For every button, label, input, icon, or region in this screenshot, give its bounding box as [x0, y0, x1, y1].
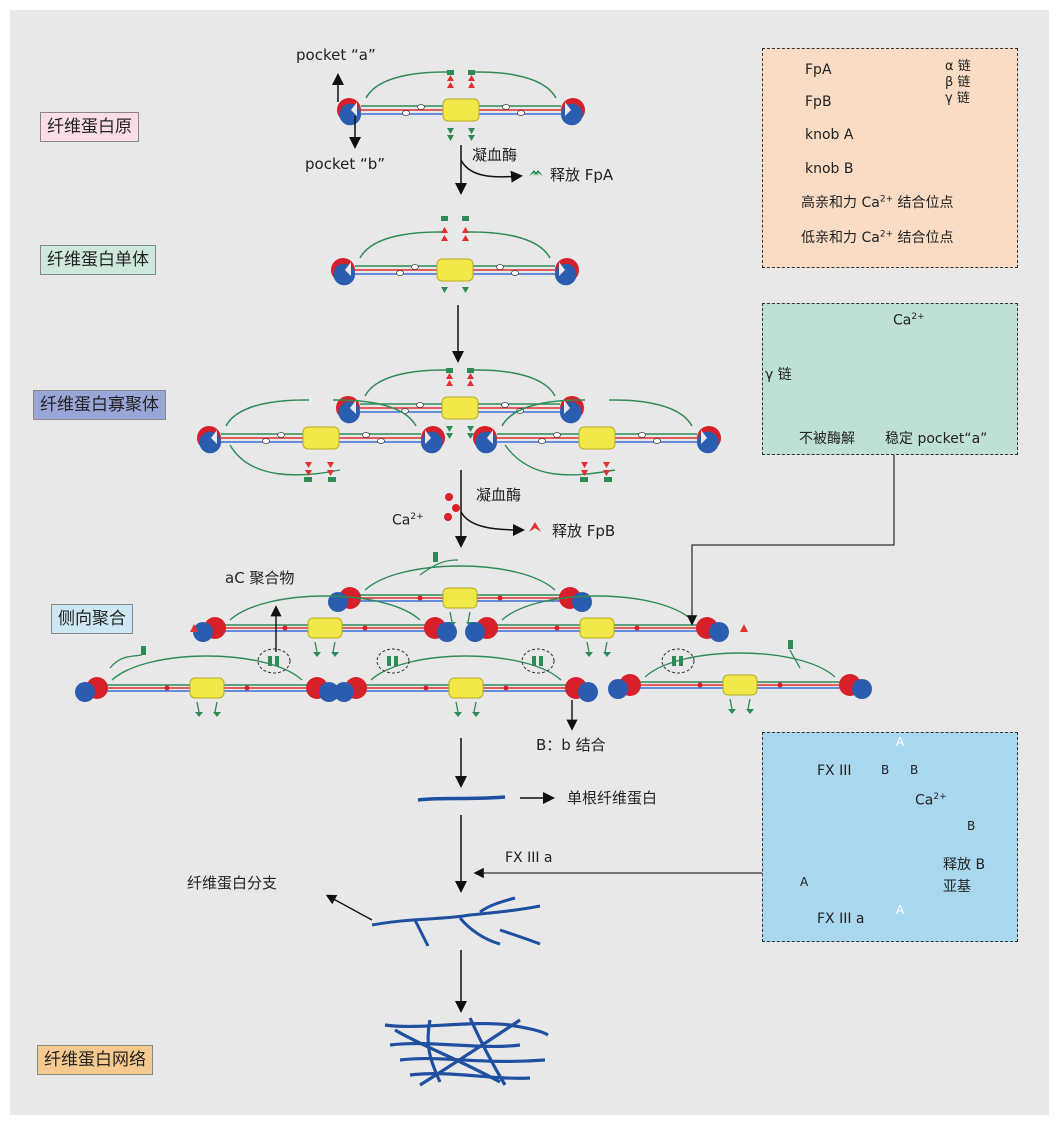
stage-monomer: 纤维蛋白单体 — [40, 245, 156, 275]
legend-fpa: FpA — [805, 62, 832, 78]
release-fpb-arrow — [460, 511, 525, 536]
legend-gamma: γ 链 — [945, 91, 970, 106]
release-fpa-arrow — [460, 159, 523, 183]
release-b-label-2: 亚基 — [943, 879, 971, 895]
branch-arrow — [325, 894, 373, 921]
single-fiber-label: 单根纤维蛋白 — [567, 789, 658, 807]
release-b-label: 释放 B — [943, 857, 986, 873]
branch-label: 纤维蛋白分支 — [187, 874, 278, 892]
legend-knob-a: knob A — [805, 127, 854, 143]
pocket-b-label: pocket “b” — [305, 155, 386, 173]
legend-high-affinity: 高亲和力 Ca2+ 结合位点 — [801, 194, 954, 211]
legend-knob-b: knob B — [805, 161, 854, 177]
ca-ion — [445, 493, 453, 501]
fpa-icon — [529, 170, 543, 176]
legend: FpA FpB knob A knob B α 链 β 链 γ 链 高亲和力 C… — [762, 48, 1018, 268]
fxiii-inset: FX III A B B Ca2+ B 释放 B 亚基 A A FX III a — [762, 732, 1018, 942]
thrombin-label-1: 凝血酶 — [472, 146, 518, 164]
released-b-subunit-letter: B — [967, 819, 976, 833]
inset-ca-label: Ca2+ — [893, 312, 925, 329]
release-fpb-label: 释放 FpB — [552, 522, 616, 540]
fibrin-network — [384, 1017, 549, 1087]
legend-alpha: α 链 — [945, 59, 971, 74]
inset-gamma-chain-label: γ 链 — [765, 367, 792, 383]
stage-oligomer: 纤维蛋白寡聚体 — [33, 390, 166, 420]
ca-ion — [444, 513, 452, 521]
stable-pocket-label: 稳定 pocket“a” — [885, 431, 988, 447]
no-enzymolysis-label: 不被酶解 — [799, 431, 855, 447]
fxiiia-subunit-a: A — [896, 903, 905, 917]
gamma-chain-inset: Ca2+ γ 链 不被酶解 稳定 pocket“a” — [762, 303, 1018, 455]
fxiii-subunit-a-top: A — [896, 735, 905, 749]
oligomer-complex — [196, 368, 722, 482]
single-fiber — [417, 795, 506, 802]
monomer-molecule — [330, 216, 580, 293]
gamma-inset-connector — [686, 453, 895, 626]
legend-fpb: FpB — [805, 94, 832, 110]
fxiii-label: FX III — [817, 763, 852, 779]
thrombin-label-2: 凝血酶 — [476, 486, 522, 504]
lateral-aggregate — [74, 552, 873, 718]
release-fpa-label: 释放 FpA — [550, 166, 614, 184]
fxiii-ca-label: Ca2+ — [915, 792, 947, 809]
fxiiia-label: FX III a — [817, 911, 865, 927]
ca-ion — [452, 504, 460, 512]
stage-fibrinogen: 纤维蛋白原 — [40, 112, 139, 142]
stage-lateral: 侧向聚合 — [51, 604, 133, 634]
legend-beta: β 链 — [945, 75, 971, 90]
ac-polymer-label: aC 聚合物 — [225, 569, 295, 587]
legend-low-affinity: 低亲和力 Ca2+ 结合位点 — [801, 229, 954, 246]
pocket-a-label: pocket “a” — [296, 46, 376, 64]
fxiiia-arrow-label: FX III a — [505, 850, 553, 866]
fpb-icon — [529, 522, 541, 532]
b-binding-label: B：b 结合 — [536, 736, 606, 754]
fxiiia-subunit-a-green: A — [800, 875, 809, 889]
fxiii-subunit-b-right: B — [910, 763, 919, 777]
stage-network: 纤维蛋白网络 — [37, 1045, 153, 1075]
ca-label: Ca2+ — [392, 512, 424, 529]
fxiii-subunit-b-left: B — [881, 763, 890, 777]
fibrin-branch — [371, 896, 541, 947]
fibrinogen-molecule — [336, 70, 586, 141]
